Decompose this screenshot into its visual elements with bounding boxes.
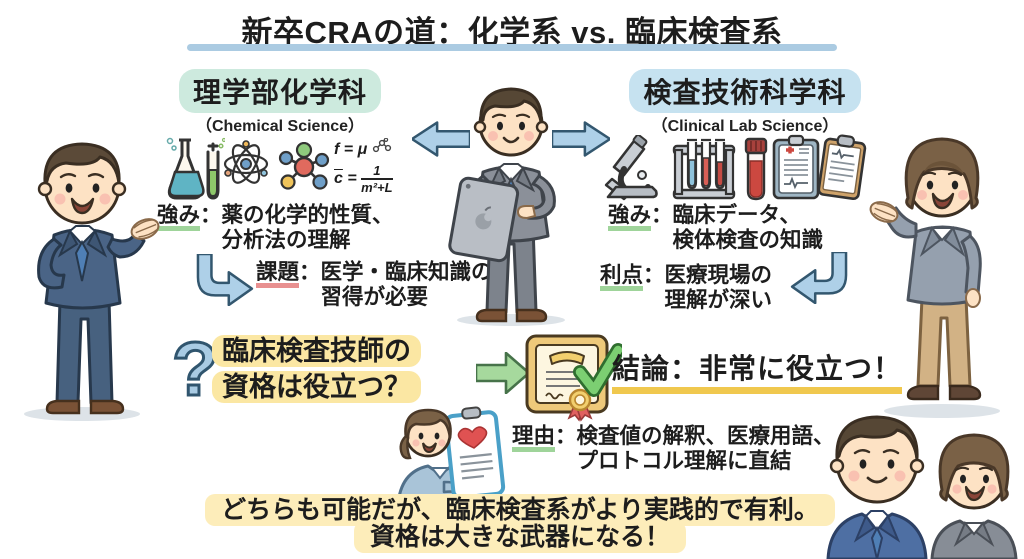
- title-underline: [187, 44, 837, 51]
- certificate-icon: [525, 334, 622, 422]
- mini-molecule-icon: [372, 137, 391, 153]
- left-challenge-line2: 習得が必要: [320, 285, 429, 310]
- formula-eq: =: [347, 170, 357, 188]
- portrait-woman: [930, 433, 1018, 559]
- strength-label-right: 強み: [608, 203, 652, 231]
- question-line1: 臨床検査技師の: [212, 335, 421, 367]
- formula-f: f = μ: [334, 141, 368, 158]
- clipboard-icon: [818, 134, 867, 201]
- right-panel-heading: 検査技術科学科: [620, 69, 870, 113]
- left-challenge-line1: 医学・臨床知識の: [320, 260, 493, 284]
- challenge-label: 課題: [256, 260, 300, 288]
- reason-line1: 検査値の解釈、医療用語、: [576, 424, 835, 448]
- formula-line-1: f = μ: [334, 137, 434, 162]
- reason-text: 理由： 検査値の解釈、医療用語、 プロトコル理解に直結: [512, 424, 835, 474]
- right-advantage-line1: 医療現場の: [664, 263, 773, 287]
- advantage-label: 利点: [600, 263, 644, 291]
- question-line2: 資格は役立つ？: [212, 370, 421, 403]
- atom-icon: [223, 140, 269, 184]
- green-arrow-icon: [476, 352, 530, 394]
- right-heading-highlight: 検査技術科学科: [629, 69, 861, 113]
- formula-block: f = μ c = 1 m²+L: [334, 137, 434, 194]
- woman-with-clipboard: [396, 406, 506, 506]
- right-panel-subheading: （Clinical Lab Science）: [651, 118, 839, 135]
- blood-vial-icon: [744, 137, 768, 201]
- left-challenge: 課題： 医学・臨床知識の 習得が必要: [256, 260, 493, 310]
- right-strength-line1: 臨床データ、: [672, 203, 801, 227]
- left-panel-heading: 理学部化学科: [160, 69, 400, 113]
- man-with-tablet: [448, 87, 565, 326]
- bottom-banner: どちらも可能だが、臨床検査系がより実践的で有利。 資格は大きな武器になる！: [0, 494, 1024, 553]
- left-strength-line1: 薬の化学的性質、: [221, 203, 394, 227]
- question-text: 臨床検査技師の 資格は役立つ？: [212, 335, 421, 405]
- conclusion-text: 結論：非常に役立つ！: [612, 347, 903, 394]
- strength-label: 強み: [157, 203, 201, 231]
- left-panel-subheading: （Chemical Science）: [195, 118, 365, 135]
- flask-icon: [166, 137, 225, 200]
- reason-line2: プロトコル理解に直結: [576, 449, 792, 474]
- banner-line1: どちらも可能だが、臨床検査系がより実践的で有利。: [205, 494, 835, 526]
- banner-line2: 資格は大きな武器になる！: [353, 521, 686, 553]
- formula-line-2: c = 1 m²+L: [334, 164, 434, 194]
- left-strength-line2: 分析法の理解: [221, 228, 351, 253]
- left-strength: 強み： 薬の化学的性質、 分析法の理解: [157, 203, 394, 253]
- curved-arrow-right-icon: [196, 254, 254, 306]
- right-advantage: 利点： 医療現場の 理解が深い: [600, 263, 773, 313]
- left-heading-highlight: 理学部化学科: [178, 69, 381, 113]
- arrow-left-icon: [412, 121, 470, 157]
- formula-c: c: [334, 170, 343, 188]
- test-tube-rack-icon: [672, 138, 736, 200]
- formula-fraction: 1 m²+L: [361, 163, 393, 195]
- medical-chart-icon: [772, 134, 820, 200]
- question-mark: ?: [170, 327, 219, 412]
- microscope-icon: [604, 135, 658, 201]
- right-strength-line2: 検体検査の知識: [672, 228, 824, 253]
- woman-in-gray-suit: [869, 137, 1000, 418]
- curved-arrow-left-icon: [790, 252, 848, 304]
- man-in-navy-suit: [24, 142, 160, 421]
- portrait-man: [826, 415, 928, 559]
- molecule-icon: [278, 142, 330, 190]
- arrow-right-icon: [552, 121, 610, 157]
- reason-label: 理由: [512, 424, 556, 452]
- right-advantage-line2: 理解が深い: [664, 288, 773, 313]
- right-strength: 強み： 臨床データ、 検体検査の知識: [608, 203, 824, 253]
